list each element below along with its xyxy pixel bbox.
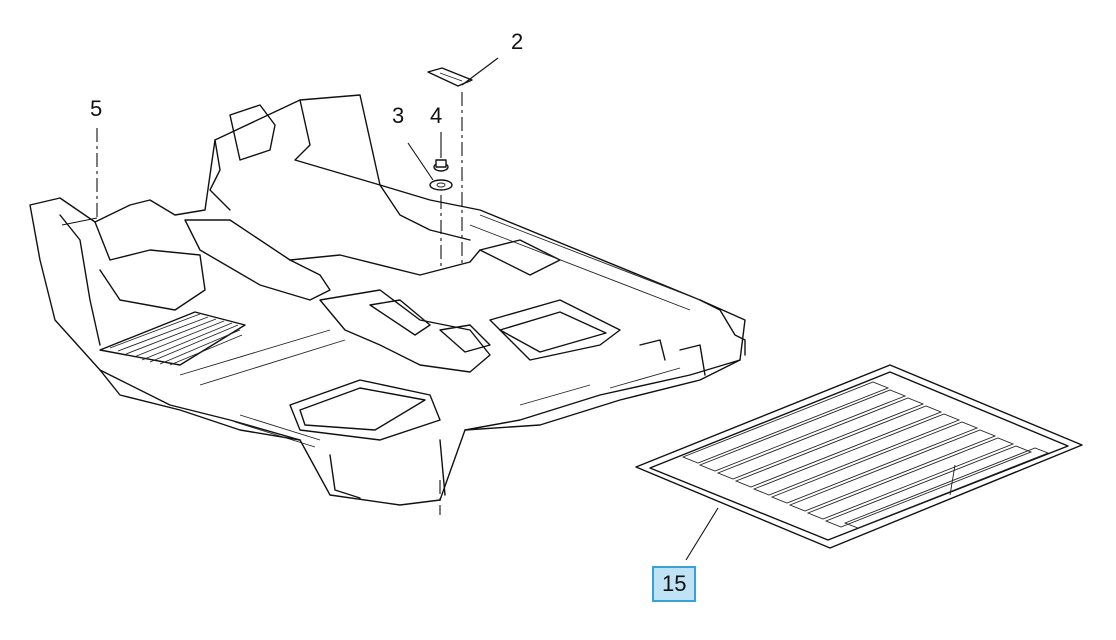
nut-drawing[interactable] — [433, 159, 449, 172]
retainer-drawing[interactable] — [427, 67, 473, 87]
callout-5[interactable]: 5 — [90, 96, 103, 121]
leader-lines — [61, 57, 719, 561]
clip-drawing[interactable] — [429, 179, 453, 191]
callout-2[interactable]: 2 — [511, 29, 524, 54]
callout-15-highlighted[interactable]: 15 — [652, 566, 697, 602]
callout-3[interactable]: 3 — [392, 103, 405, 128]
callout-4[interactable]: 4 — [430, 103, 443, 128]
floor-carpet-drawing[interactable] — [29, 94, 746, 506]
floor-mat-drawing[interactable] — [635, 364, 1083, 549]
